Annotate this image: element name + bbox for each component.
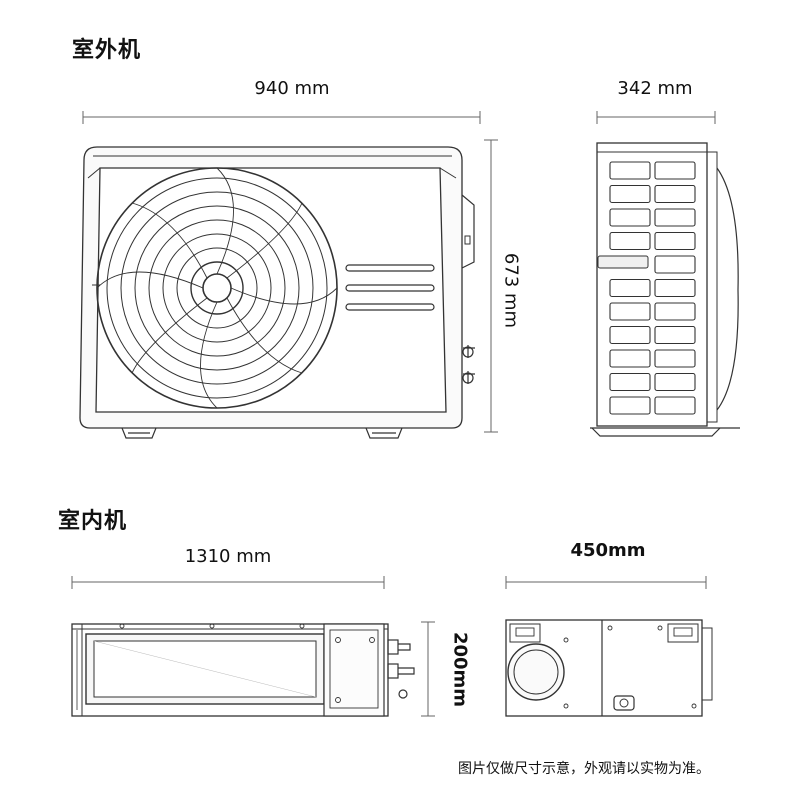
outdoor-unit-title: 室外机 bbox=[72, 38, 142, 63]
indoor-height-dimension bbox=[421, 621, 435, 717]
indoor-unit-title: 室内机 bbox=[58, 509, 128, 534]
grille-slot bbox=[654, 208, 696, 227]
grille-slot bbox=[654, 349, 696, 368]
pipe-connections bbox=[387, 639, 415, 699]
grille-slot bbox=[654, 396, 696, 415]
grille-slot bbox=[654, 325, 696, 345]
grille-slot bbox=[609, 184, 651, 204]
outdoor-depth-label: 342 mm bbox=[617, 78, 693, 99]
grille-slot bbox=[654, 278, 696, 298]
grille-slot bbox=[609, 302, 651, 321]
outdoor-width-dimension bbox=[82, 111, 481, 124]
mounting-feet bbox=[121, 427, 403, 439]
side-grille-slots bbox=[609, 161, 696, 415]
indoor-depth-dimension bbox=[505, 576, 707, 589]
indoor-width-label: 1310 mm bbox=[184, 546, 272, 567]
grille-slot bbox=[654, 255, 696, 274]
service-valves bbox=[462, 345, 475, 384]
outdoor-depth-dimension bbox=[596, 111, 716, 124]
grille-slot bbox=[609, 278, 651, 298]
fan-grille bbox=[96, 167, 338, 409]
outdoor-unit-side-view bbox=[590, 142, 740, 437]
outdoor-height-dimension bbox=[484, 139, 498, 433]
outdoor-width-label: 940 mm bbox=[254, 78, 330, 99]
disclaimer-note: 图片仅做尺寸示意，外观请以实物为准。 bbox=[458, 761, 710, 777]
grille-slot bbox=[654, 302, 696, 321]
outdoor-unit-front-view bbox=[79, 146, 475, 439]
side-vent-slots bbox=[345, 264, 435, 311]
indoor-width-dimension bbox=[71, 576, 385, 589]
grille-slot bbox=[609, 161, 651, 180]
indoor-unit-front-view bbox=[71, 623, 415, 717]
grille-slot bbox=[609, 349, 651, 368]
grille-slot bbox=[654, 184, 696, 204]
grille-slot bbox=[609, 396, 651, 415]
service-cover bbox=[461, 194, 475, 269]
grille-slot bbox=[609, 231, 651, 251]
grille-slot bbox=[609, 325, 651, 345]
indoor-unit-side-view bbox=[505, 619, 713, 717]
indoor-depth-label: 450mm bbox=[570, 540, 646, 561]
grille-slot bbox=[654, 372, 696, 392]
grille-slot bbox=[609, 372, 651, 392]
grille-slot bbox=[654, 231, 696, 251]
grille-slot bbox=[654, 161, 696, 180]
grille-slot bbox=[609, 208, 651, 227]
